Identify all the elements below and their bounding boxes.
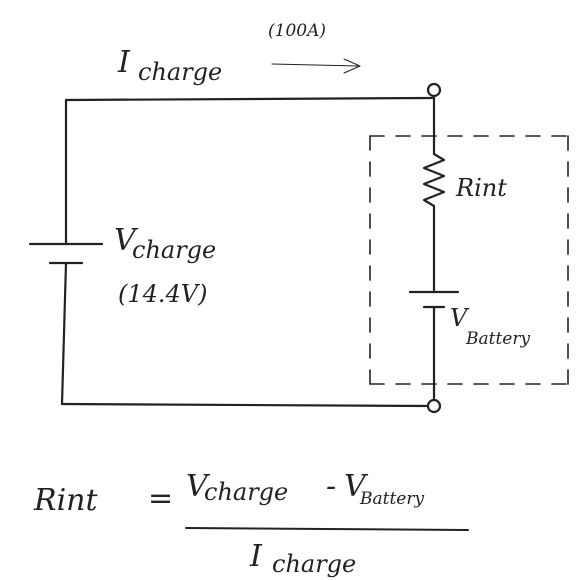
resistor-label: Rint xyxy=(455,174,507,202)
battery-label-main: V xyxy=(450,304,470,332)
formula-denominator-i: I xyxy=(249,539,263,574)
current-arrow-head xyxy=(343,58,361,74)
fraction-bar xyxy=(185,527,469,531)
current-label-main: I xyxy=(117,45,131,80)
battery-label-sub: Battery xyxy=(465,329,530,349)
bottom-terminal xyxy=(426,398,442,414)
current-value-label: (100A) xyxy=(268,21,326,41)
formula-v2: V xyxy=(344,469,369,504)
formula-v2-sub: Battery xyxy=(359,489,424,509)
current-arrow-shaft xyxy=(271,63,359,67)
left-wire-lower xyxy=(60,261,68,406)
formula-lhs: Rint xyxy=(33,483,99,518)
bottom-wire xyxy=(60,402,434,408)
source-label-main: V xyxy=(114,223,139,258)
formula-minus: - xyxy=(326,469,336,504)
formula-denominator-sub: charge xyxy=(272,550,356,578)
source-value-label: (14.4V) xyxy=(118,280,208,308)
internal-resistor xyxy=(422,152,446,208)
top-wire xyxy=(64,96,434,102)
formula-v1-sub: charge xyxy=(204,478,288,506)
formula-v1: V xyxy=(186,469,211,504)
source-label-sub: charge xyxy=(132,236,216,264)
top-terminal xyxy=(426,82,442,98)
formula-equals: = xyxy=(148,481,173,516)
current-label-sub: charge xyxy=(138,58,222,86)
